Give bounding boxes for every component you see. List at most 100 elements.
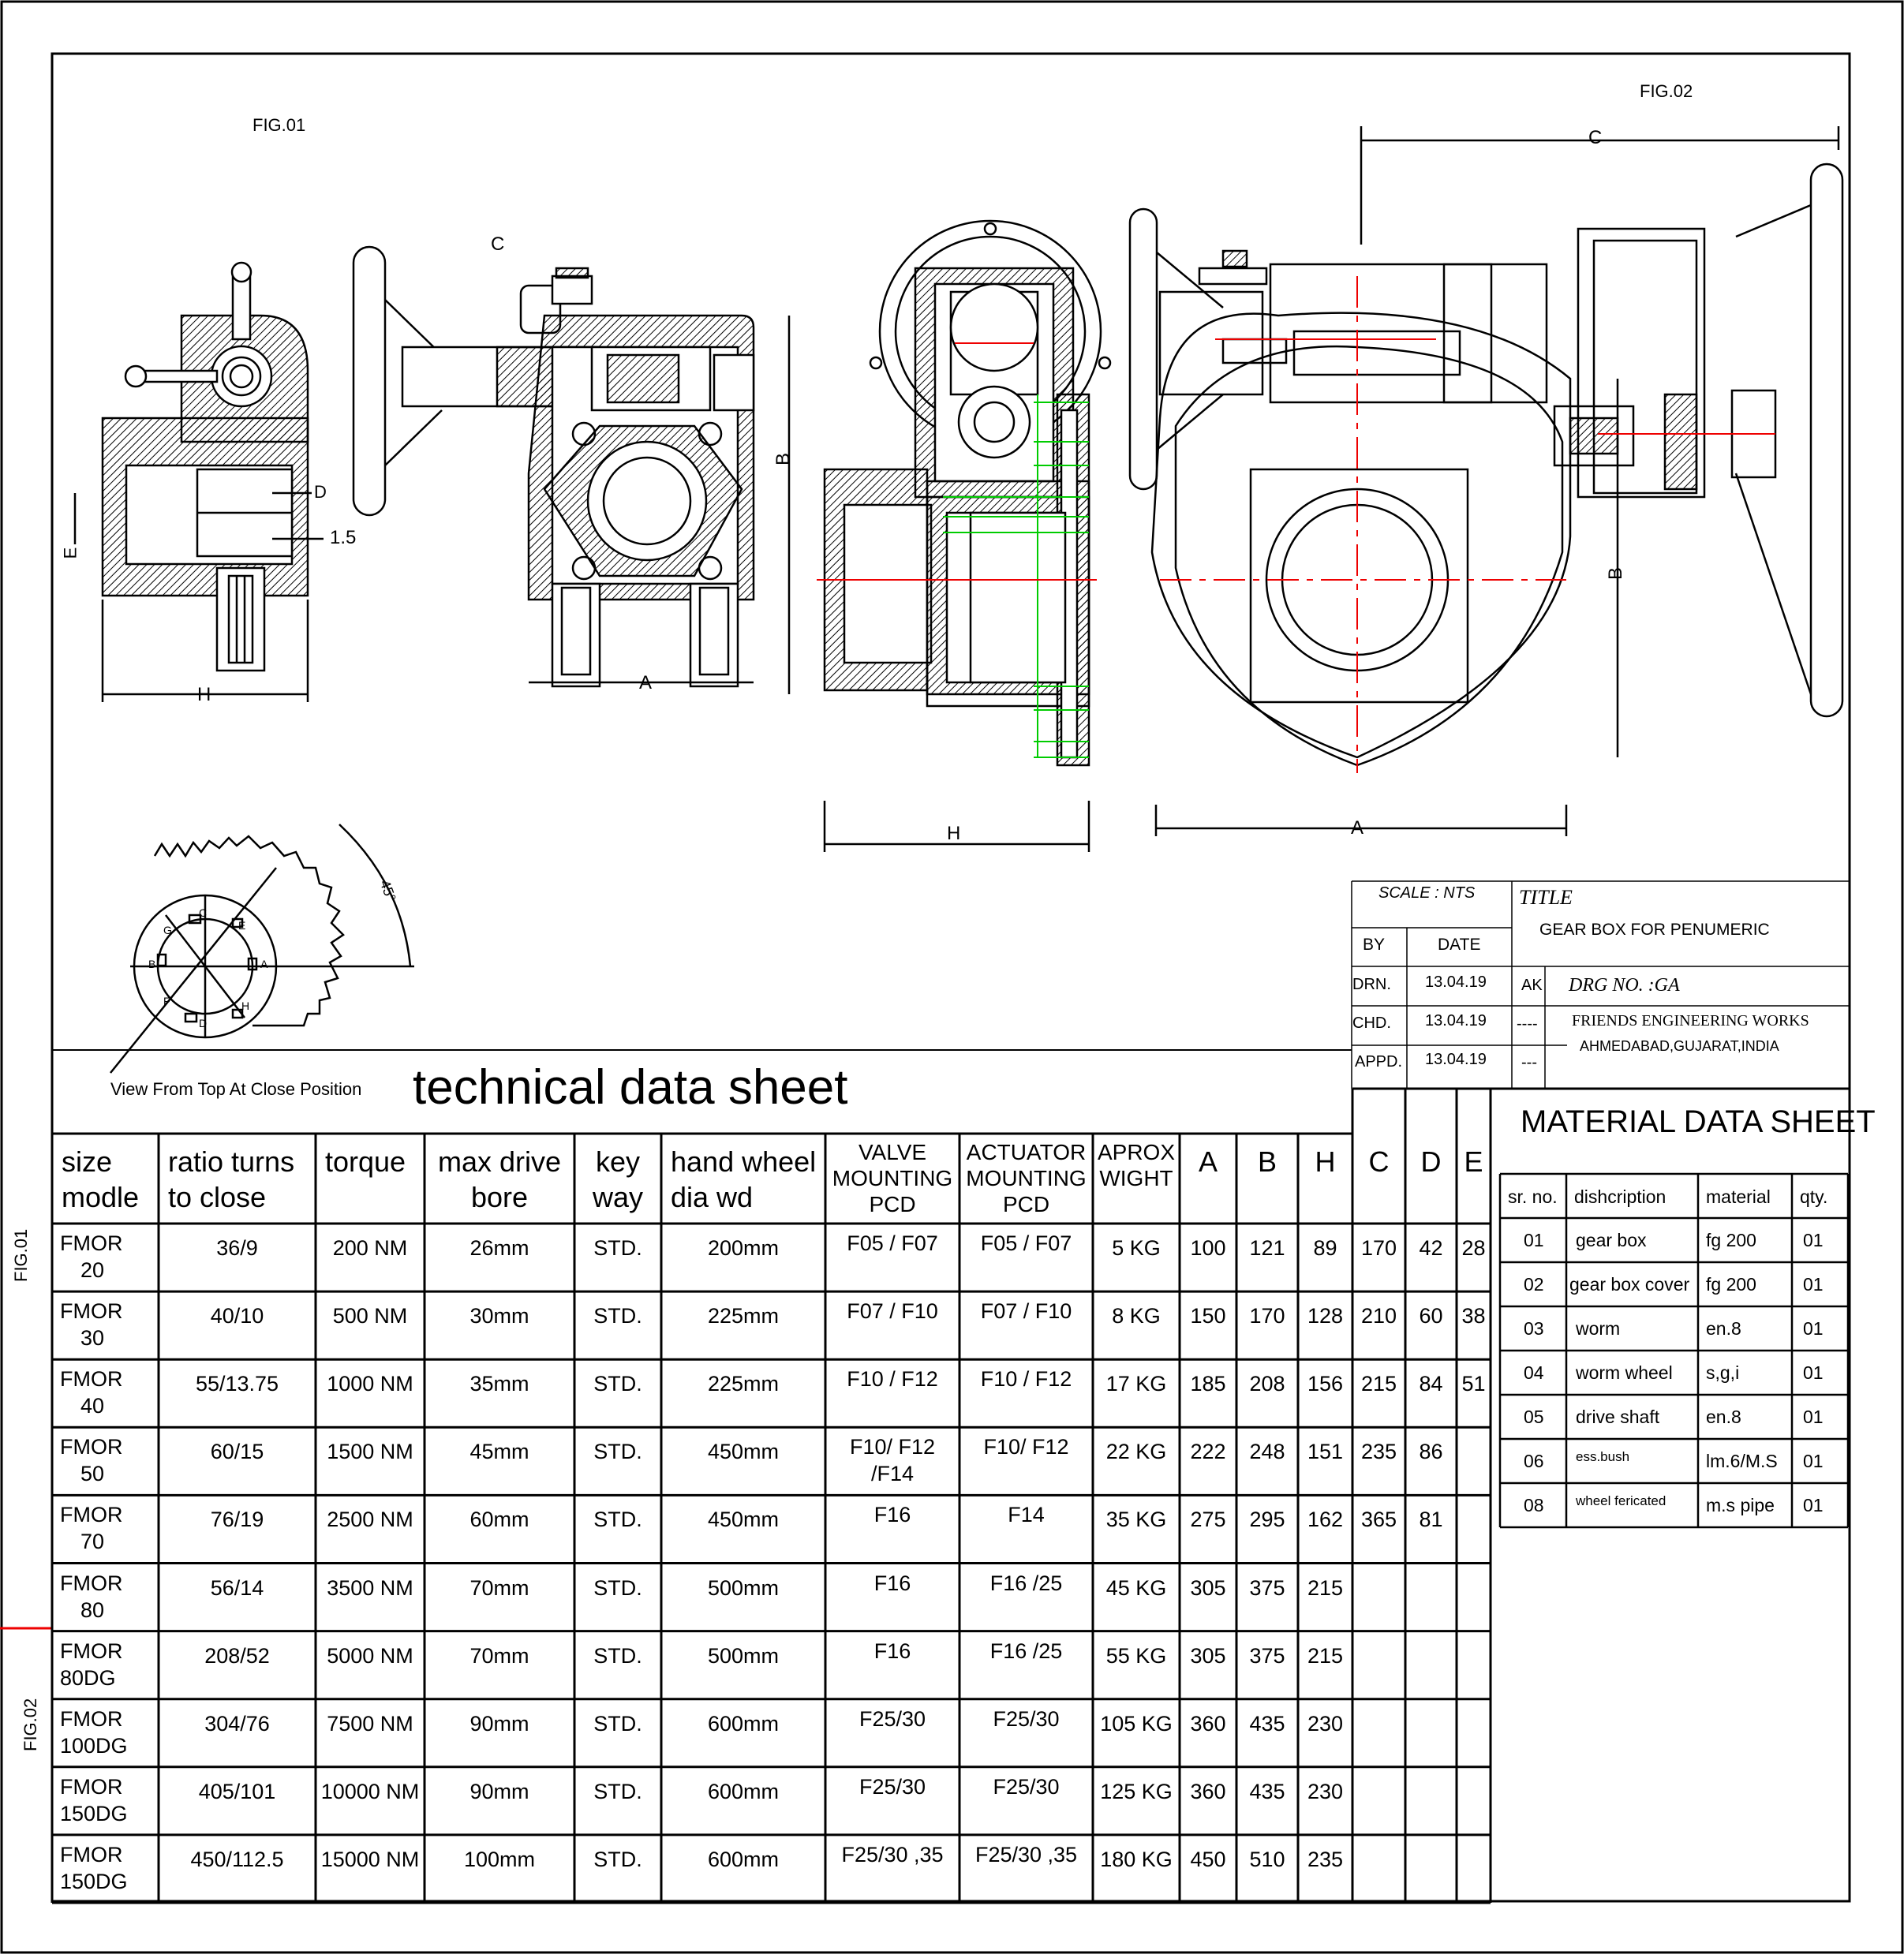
fig02-top-view xyxy=(1128,126,1844,836)
tech-cell-2-6-0: F10 / F12 xyxy=(847,1367,938,1392)
tb-drn: DRN. xyxy=(1352,976,1391,993)
tech-cell-1-10: 170 xyxy=(1249,1304,1285,1328)
dim-a-left: A xyxy=(639,672,653,693)
tech-cell-9-11: 235 xyxy=(1307,1847,1344,1871)
tb-chd: CHD. xyxy=(1352,1014,1391,1032)
material-cell-5-0: 06 xyxy=(1524,1451,1544,1471)
tech-cell-4-0-0: FMOR xyxy=(60,1503,123,1527)
dim-d-left: D xyxy=(314,482,327,502)
dim-h-left: H xyxy=(197,684,211,705)
tech-cell-0-6-0: F05 / F07 xyxy=(847,1231,938,1255)
tb-chd-by: ---- xyxy=(1517,1015,1538,1033)
tech-cell-0-1: 36/9 xyxy=(216,1236,258,1260)
tech-cell-1-0-0: FMOR xyxy=(60,1299,123,1324)
tech-cell-8-9: 360 xyxy=(1190,1779,1226,1803)
tech-header-1-1: to close xyxy=(168,1181,267,1213)
title-block-grid xyxy=(1351,880,1850,1089)
tech-cell-8-5: 600mm xyxy=(707,1779,780,1803)
tech-cell-8-4: STD. xyxy=(593,1779,642,1803)
tech-cell-8-7-0: F25/30 xyxy=(993,1774,1060,1799)
material-cell-2-0: 03 xyxy=(1524,1318,1544,1339)
tech-cell-6-6-0: F16 xyxy=(873,1639,911,1663)
tech-cell-3-13: 86 xyxy=(1419,1440,1443,1464)
tech-cell-3-12: 235 xyxy=(1360,1440,1397,1464)
tech-cell-8-2: 10000 NM xyxy=(320,1779,420,1803)
material-data-title: MATERIAL DATA SHEET xyxy=(1521,1104,1876,1139)
tech-cell-4-6-0: F16 xyxy=(873,1503,911,1527)
tech-cell-9-9: 450 xyxy=(1190,1847,1226,1871)
material-cell-0-0: 01 xyxy=(1524,1230,1544,1250)
tech-cell-7-0-0: FMOR xyxy=(60,1706,123,1731)
tech-cell-2-0-0: FMOR xyxy=(60,1367,123,1392)
tb-drg-no: DRG NO. :GA xyxy=(1569,975,1680,996)
material-cell-1-1: gear box cover xyxy=(1569,1274,1690,1295)
material-cell-3-2: s,g,i xyxy=(1706,1362,1740,1383)
tb-company: FRIENDS ENGINEERING WORKS xyxy=(1572,1012,1809,1029)
side-fig02-label: FIG.02 xyxy=(21,1698,40,1751)
tech-header-8-1: WIGHT xyxy=(1099,1166,1173,1190)
tech-cell-2-0-1: 40 xyxy=(80,1394,105,1418)
tech-cell-0-0-1: 20 xyxy=(80,1258,105,1282)
tech-cell-7-10: 435 xyxy=(1249,1711,1285,1736)
tech-cell-8-1: 405/101 xyxy=(198,1779,276,1803)
tech-cell-5-4: STD. xyxy=(593,1575,642,1600)
tb-title-label: TITLE xyxy=(1519,886,1573,909)
material-cell-4-0: 05 xyxy=(1524,1407,1544,1427)
tb-appd-by: --- xyxy=(1521,1054,1537,1071)
table-grid xyxy=(50,1087,1850,1904)
tech-cell-1-13: 60 xyxy=(1419,1304,1443,1328)
material-header-3: qty. xyxy=(1800,1186,1828,1207)
tech-cell-5-2: 3500 NM xyxy=(327,1575,413,1600)
tech-cell-9-10: 510 xyxy=(1249,1847,1285,1871)
tech-cell-1-2: 500 NM xyxy=(332,1304,408,1328)
tb-appd: APPD. xyxy=(1355,1053,1403,1071)
gear-detail-view xyxy=(110,824,414,1074)
tb-by: BY xyxy=(1363,936,1386,954)
fig01-front-view xyxy=(352,245,791,694)
tech-cell-0-7-0: F05 / F07 xyxy=(980,1231,1072,1255)
tech-header-14-0: E xyxy=(1464,1145,1483,1178)
tech-cell-8-11: 230 xyxy=(1307,1779,1344,1803)
tech-cell-2-3: 35mm xyxy=(469,1372,529,1396)
material-cell-5-3: 01 xyxy=(1803,1451,1824,1471)
tech-cell-7-4: STD. xyxy=(593,1711,642,1736)
tech-cell-6-3: 70mm xyxy=(469,1643,529,1668)
gear-point-g: G xyxy=(163,924,172,936)
tech-header-6-0: VALVE xyxy=(858,1140,927,1164)
tech-cell-9-8: 180 KG xyxy=(1100,1847,1173,1871)
tech-cell-0-14: 28 xyxy=(1461,1236,1486,1260)
gear-point-b: B xyxy=(148,958,156,970)
tech-header-6-1: MOUNTING xyxy=(832,1166,953,1190)
inner-border xyxy=(50,52,1851,1903)
tech-cell-0-12: 170 xyxy=(1360,1236,1397,1260)
tech-cell-3-4: STD. xyxy=(593,1440,642,1464)
tech-cell-2-2: 1000 NM xyxy=(327,1372,413,1396)
gear-point-e: E xyxy=(238,919,246,932)
tech-cell-4-2: 2500 NM xyxy=(327,1508,413,1532)
material-cell-6-2: m.s pipe xyxy=(1706,1495,1775,1515)
tech-cell-0-10: 121 xyxy=(1249,1236,1285,1260)
tech-cell-6-0-0: FMOR xyxy=(60,1639,123,1663)
tech-cell-8-8: 125 KG xyxy=(1100,1779,1173,1803)
gear-point-a: A xyxy=(260,958,268,970)
tech-cell-0-11: 89 xyxy=(1313,1236,1337,1260)
tech-cell-1-5: 225mm xyxy=(707,1304,780,1328)
tech-cell-5-7-0: F16 /25 xyxy=(989,1571,1063,1595)
material-cell-6-3: 01 xyxy=(1803,1495,1824,1515)
material-header-1: dishcription xyxy=(1574,1186,1666,1207)
fig01-side-view xyxy=(73,261,324,702)
tech-cell-7-1: 304/76 xyxy=(204,1711,270,1736)
fig02-hidden-lines xyxy=(943,394,1089,758)
tech-cell-6-1: 208/52 xyxy=(204,1643,270,1668)
tech-cell-3-3: 45mm xyxy=(469,1440,529,1464)
material-cell-2-2: en.8 xyxy=(1706,1318,1741,1339)
tech-cell-3-6-1: /F14 xyxy=(870,1462,915,1486)
tech-header-7-1: MOUNTING xyxy=(966,1166,1087,1190)
tech-cell-5-6-0: F16 xyxy=(873,1571,911,1595)
tech-cell-4-12: 365 xyxy=(1360,1508,1397,1532)
tech-cell-7-6-0: F25/30 xyxy=(858,1706,926,1731)
tech-cell-5-11: 215 xyxy=(1307,1575,1344,1600)
tech-cell-0-8: 5 KG xyxy=(1112,1236,1161,1260)
tech-cell-3-1: 60/15 xyxy=(210,1440,264,1464)
